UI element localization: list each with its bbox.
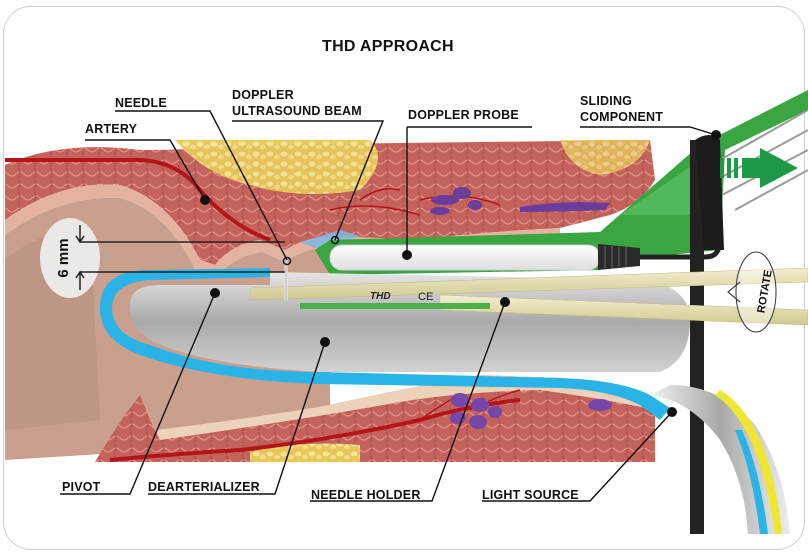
probe-cable <box>640 210 721 260</box>
light-source-blue <box>735 430 768 534</box>
artery-lower <box>109 398 521 462</box>
fat-layer-upper <box>175 140 378 194</box>
lower-rectal-wall <box>95 375 655 462</box>
label-sliding-2: COMPONENT <box>580 110 664 124</box>
label-doppler-probe: DOPPLER PROBE <box>408 108 519 122</box>
leader-rings <box>282 235 340 266</box>
label-dearterializer: DEARTERIALIZER <box>148 480 260 494</box>
label-pivot: PIVOT <box>62 480 101 494</box>
needle-holder-bar-upper <box>249 267 808 301</box>
artery-upper <box>5 157 271 242</box>
fat-layer-lower <box>250 443 360 462</box>
label-sliding-1: SLIDING <box>580 94 633 108</box>
doppler-probe <box>329 244 601 271</box>
label-doppler-beam-2: ULTRASOUND BEAM <box>232 104 362 118</box>
needle-holder-green-strip <box>300 303 490 309</box>
brand-mark: THD <box>370 291 391 302</box>
label-doppler-beam-1: DOPPLER <box>232 88 294 102</box>
diagram-title: THD APPROACH <box>322 38 454 55</box>
mucosa-lower <box>140 375 655 440</box>
measure-arrow-bottom <box>75 270 85 290</box>
probe-housing <box>315 90 808 275</box>
probe-connector-ribs <box>604 246 627 268</box>
device-stand <box>690 140 704 534</box>
measurement-oval <box>40 218 100 298</box>
label-light-source: LIGHT SOURCE <box>482 488 579 502</box>
sliding-arrow-icon <box>720 148 798 188</box>
stand-top <box>695 135 724 250</box>
light-guide <box>100 268 670 420</box>
label-artery: ARTERY <box>85 122 138 136</box>
light-source-yellow <box>715 390 782 534</box>
veins-upper <box>430 187 610 215</box>
leader-dots <box>200 130 721 417</box>
upper-rectal-wall <box>5 140 655 265</box>
leader-lines <box>60 110 717 502</box>
measurement-text: 6 mm <box>55 238 72 277</box>
fat-layer-upper-right <box>560 140 650 175</box>
rotate-ring <box>735 251 777 333</box>
label-needle: NEEDLE <box>115 96 167 110</box>
mucosa-upper <box>5 184 560 275</box>
measure-arrow-top <box>75 225 85 244</box>
rotate-arrow-icon <box>727 281 741 303</box>
label-needle-holder: NEEDLE HOLDER <box>311 488 421 502</box>
veins-lower <box>450 393 612 429</box>
ce-mark: CE <box>418 291 433 303</box>
